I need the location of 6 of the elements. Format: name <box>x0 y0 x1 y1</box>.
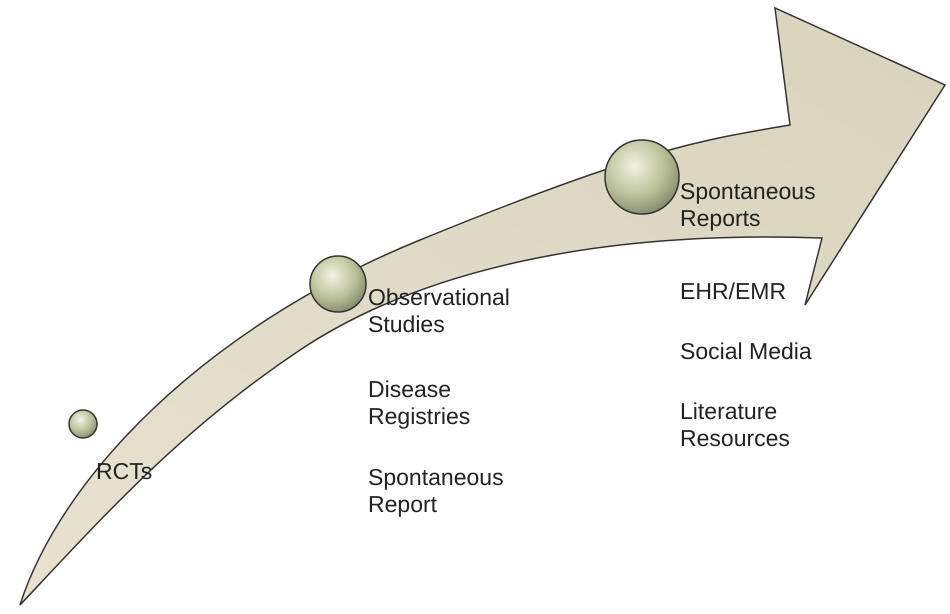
list-item-text: Spontaneous Reports <box>680 178 817 232</box>
list-item-text: EHR/EMR <box>680 278 788 305</box>
list-item-text: Spontaneous Report <box>368 464 505 518</box>
list-item-text: Social Media <box>680 338 813 365</box>
list-item-text: Disease Registries <box>368 376 472 430</box>
list-item-text: Literature Resources <box>680 398 791 452</box>
